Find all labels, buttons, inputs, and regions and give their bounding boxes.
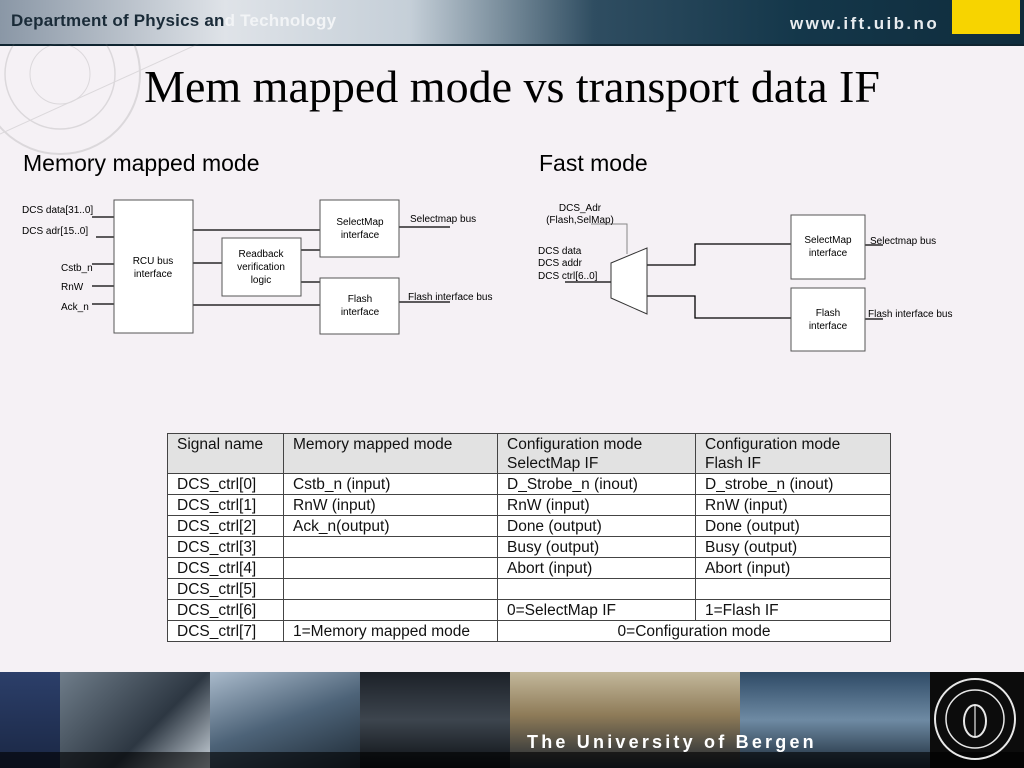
department-title-head: Department of Physics an: [11, 11, 225, 30]
wire-dcs-adr: [591, 224, 627, 254]
flash-box-label: Flash: [348, 294, 372, 305]
table-row: DCS_ctrl[5]: [168, 579, 891, 600]
table-cell: DCS_ctrl[4]: [168, 558, 284, 579]
table-cell: Cstb_n (input): [284, 474, 498, 495]
fm-flash-bus-label: Flash interface bus: [868, 309, 953, 320]
table-row: DCS_ctrl[4] Abort (input) Abort (input): [168, 558, 891, 579]
table-cell: [498, 579, 696, 600]
slide-title: Mem mapped mode vs transport data IF: [0, 60, 1024, 113]
table-cell: D_Strobe_n (inout): [498, 474, 696, 495]
flash-box-label: interface: [341, 307, 380, 318]
table-cell: DCS_ctrl[6]: [168, 600, 284, 621]
table-cell: Done (output): [498, 516, 696, 537]
signal-label: DCS data[31..0]: [22, 205, 93, 216]
fm-input-label: DCS addr: [538, 258, 583, 269]
table-cell: DCS_ctrl[7]: [168, 621, 284, 642]
table-cell: [284, 537, 498, 558]
table-cell: Ack_n(output): [284, 516, 498, 537]
table-cell: D_strobe_n (inout): [696, 474, 891, 495]
signal-label: DCS adr[15..0]: [22, 226, 88, 237]
selectmap-bus-label: Selectmap bus: [410, 214, 476, 225]
footer-banner: [0, 672, 1024, 768]
fast-mode-diagram: DCS_Adr (Flash,SelMap) DCS data DCS addr…: [525, 190, 995, 360]
table-cell: Abort (input): [498, 558, 696, 579]
table-cell: RnW (input): [696, 495, 891, 516]
fm-input-label: DCS ctrl[6..0]: [538, 271, 598, 282]
table-row: DCS_ctrl[0] Cstb_n (input) D_Strobe_n (i…: [168, 474, 891, 495]
fm-selectmap-bus-label: Selectmap bus: [870, 236, 936, 247]
selectmap-box-label: interface: [341, 230, 380, 241]
signal-mapping-table: Signal name Memory mapped mode Configura…: [167, 433, 891, 642]
table-cell: DCS_ctrl[5]: [168, 579, 284, 600]
table-cell: [284, 600, 498, 621]
wire-mux-to-selectmap: [647, 244, 791, 265]
university-seal-icon: [930, 674, 1020, 764]
fm-flash-box-label: Flash: [816, 308, 840, 319]
table-cell: DCS_ctrl[3]: [168, 537, 284, 558]
wire-mux-to-flash: [647, 296, 791, 318]
table-cell: [284, 558, 498, 579]
university-name: The University of Bergen: [527, 732, 817, 753]
signal-label: Cstb_n: [61, 263, 93, 274]
table-row: DCS_ctrl[2] Ack_n(output) Done (output) …: [168, 516, 891, 537]
table-cell: Done (output): [696, 516, 891, 537]
fm-selectmap-box-label: interface: [809, 248, 848, 259]
department-title: Department of Physics and Technology: [11, 11, 336, 31]
table-row: DCS_ctrl[6] 0=SelectMap IF 1=Flash IF: [168, 600, 891, 621]
signal-label: RnW: [61, 282, 84, 293]
table-row: DCS_ctrl[1] RnW (input) RnW (input) RnW …: [168, 495, 891, 516]
flash-bus-label: Flash interface bus: [408, 292, 493, 303]
fm-flash-box-label: interface: [809, 321, 848, 332]
table-header-cell: Signal name: [168, 434, 284, 474]
dcs-adr-label: DCS_Adr: [559, 203, 602, 214]
table-header-row: Signal name Memory mapped mode Configura…: [168, 434, 891, 474]
table-cell: 1=Memory mapped mode: [284, 621, 498, 642]
flash-interface-box: [320, 278, 399, 334]
table-cell: Busy (output): [696, 537, 891, 558]
dcs-adr-label: (Flash,SelMap): [546, 215, 614, 226]
yellow-logo-block: [952, 0, 1020, 34]
table-cell: 1=Flash IF: [696, 600, 891, 621]
footer-shade: [0, 752, 1024, 768]
memory-mapped-mode-label: Memory mapped mode: [23, 150, 260, 177]
header-banner: Department of Physics and Technology www…: [0, 0, 1024, 46]
readback-box-label: verification: [237, 262, 285, 273]
readback-box-label: Readback: [238, 249, 284, 260]
fm-flash-interface-box: [791, 288, 865, 351]
table-cell: [696, 579, 891, 600]
fm-selectmap-interface-box: [791, 215, 865, 279]
fm-input-label: DCS data: [538, 246, 582, 257]
readback-box-label: logic: [251, 275, 272, 286]
table-cell: RnW (input): [284, 495, 498, 516]
signal-label: Ack_n: [61, 302, 89, 313]
fast-mode-label: Fast mode: [539, 150, 648, 177]
rcu-box-label: interface: [134, 269, 173, 280]
table-cell: RnW (input): [498, 495, 696, 516]
selectmap-box-label: SelectMap: [336, 217, 384, 228]
memory-mapped-diagram: DCS data[31..0] DCS adr[15..0] Cstb_n Rn…: [0, 190, 520, 350]
table-cell: DCS_ctrl[0]: [168, 474, 284, 495]
table-cell-merged: 0=Configuration mode: [498, 621, 891, 642]
table-cell: 0=SelectMap IF: [498, 600, 696, 621]
table-cell: Busy (output): [498, 537, 696, 558]
selectmap-interface-box: [320, 200, 399, 257]
table-row: DCS_ctrl[7] 1=Memory mapped mode 0=Confi…: [168, 621, 891, 642]
table-header-cell: Memory mapped mode: [284, 434, 498, 474]
table-cell: [284, 579, 498, 600]
department-title-tail: d Technology: [225, 11, 337, 30]
table-cell: DCS_ctrl[1]: [168, 495, 284, 516]
rcu-box-label: RCU bus: [133, 256, 174, 267]
table-row: DCS_ctrl[3] Busy (output) Busy (output): [168, 537, 891, 558]
table-cell: DCS_ctrl[2]: [168, 516, 284, 537]
website-url: www.ift.uib.no: [790, 14, 939, 34]
multiplexer-shape: [611, 248, 647, 314]
table-cell: Abort (input): [696, 558, 891, 579]
fm-selectmap-box-label: SelectMap: [804, 235, 852, 246]
